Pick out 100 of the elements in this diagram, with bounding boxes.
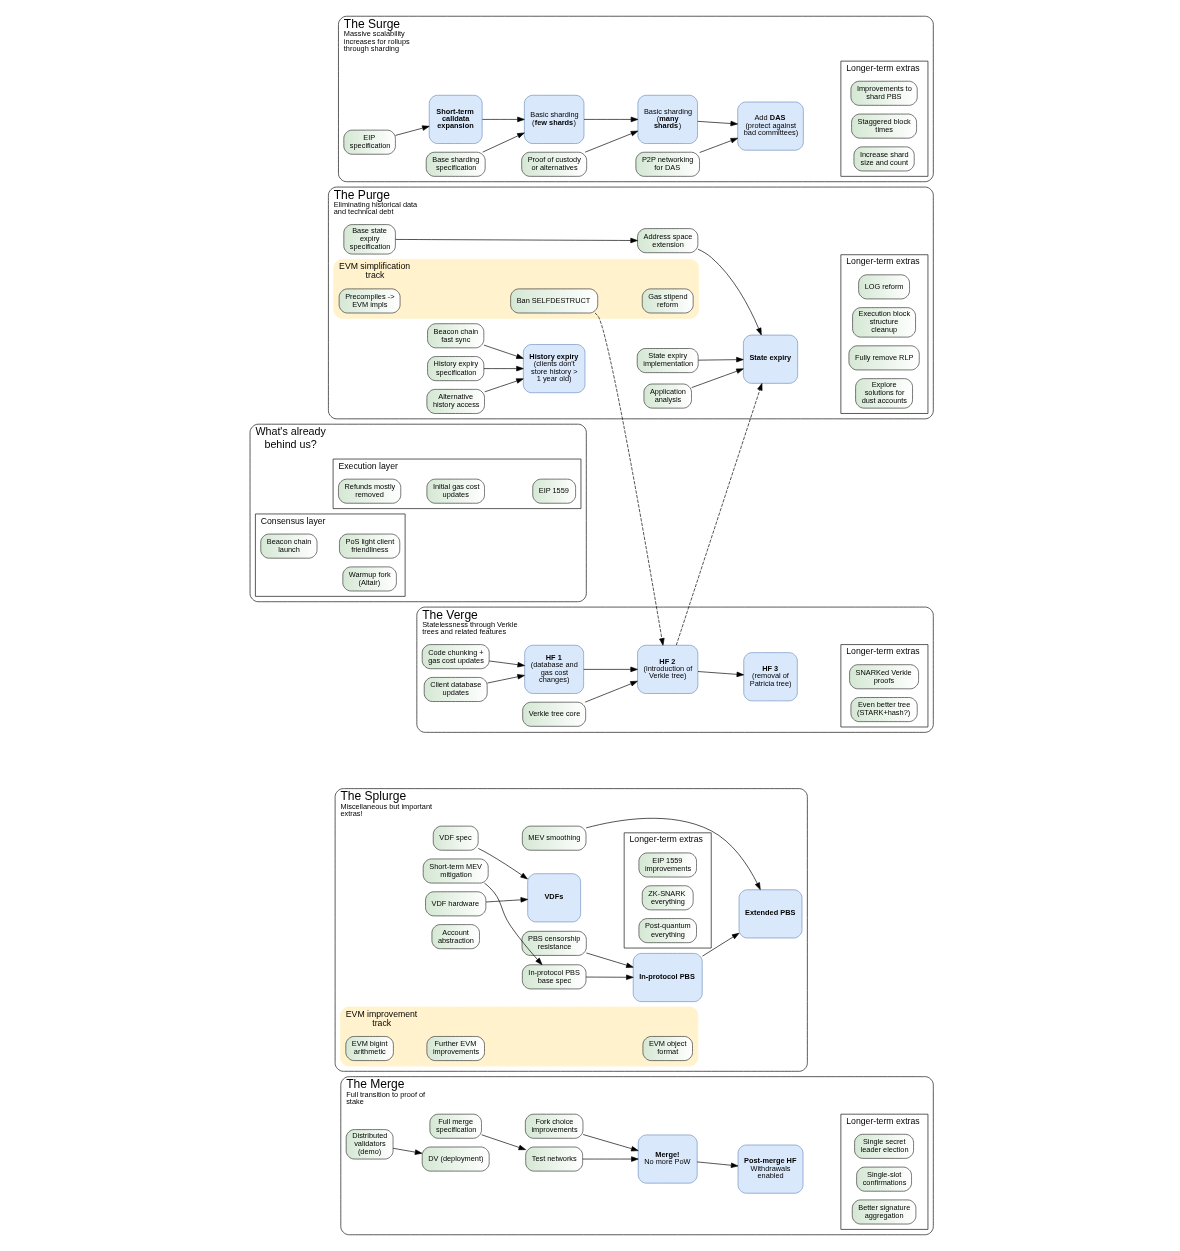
node-box: Base state expiry specification bbox=[343, 224, 396, 255]
arrow bbox=[585, 974, 634, 980]
arrow bbox=[697, 120, 738, 127]
node-box: Test networks bbox=[525, 1146, 583, 1172]
node-box: LOG reform bbox=[858, 274, 910, 300]
node-box: Beacon chain fast sync bbox=[427, 323, 485, 349]
node-box: Address space extension bbox=[637, 228, 699, 254]
node-box: Better signature aggregation bbox=[851, 1199, 917, 1225]
node-box: HF 1 (database and gas cost changes) bbox=[524, 644, 584, 694]
node-box: Gas stipend reform bbox=[641, 288, 694, 314]
arrow bbox=[484, 882, 543, 965]
node-box: Execution block structure cleanup bbox=[852, 307, 916, 338]
arrow bbox=[487, 674, 525, 684]
arrow bbox=[586, 952, 634, 968]
node-box: Staggered block times bbox=[851, 113, 917, 139]
node-box: Refunds mostly removed bbox=[338, 478, 402, 504]
node-box: Basic sharding (many shards) bbox=[637, 94, 698, 144]
node-box: Warmup fork (Altair) bbox=[342, 566, 397, 592]
node-box: ZK-SNARK everything bbox=[641, 885, 694, 911]
node-box: Initial gas cost updates bbox=[426, 478, 485, 504]
node-box: Basic sharding (few shards) bbox=[524, 94, 585, 144]
arrow bbox=[481, 1134, 526, 1151]
node-box: Explore solutions for dust accounts bbox=[855, 378, 913, 409]
node-box: Proof of custody or alternatives bbox=[521, 151, 587, 177]
arrow bbox=[483, 365, 524, 372]
node-box: VDF spec bbox=[432, 825, 479, 851]
arrow bbox=[594, 312, 665, 646]
arrow bbox=[582, 1156, 639, 1162]
arrow bbox=[691, 368, 744, 388]
node-box: Account abstraction bbox=[431, 924, 480, 950]
node-box: Further EVM improvements bbox=[426, 1036, 485, 1061]
node-box: Post-quantum everything bbox=[638, 918, 697, 944]
node-box: Alternative history access bbox=[426, 389, 485, 414]
node-box: Increase shard size and count bbox=[853, 146, 915, 172]
node-box: Fork choice improvements bbox=[525, 1113, 584, 1139]
node-box: EVM object format bbox=[642, 1036, 693, 1061]
node-box: Beacon chain launch bbox=[260, 533, 318, 559]
arrow bbox=[697, 248, 762, 336]
node-box: HF 2 (introduction of Verkle tree) bbox=[637, 644, 699, 694]
node-box: VDFs bbox=[527, 873, 581, 923]
node-box: Extended PBS bbox=[738, 889, 803, 939]
node-box: Client database updates bbox=[423, 677, 488, 702]
node-box: DV (deployment) bbox=[421, 1146, 490, 1172]
node-box: Post-merge HF Withdrawals enabled bbox=[737, 1144, 804, 1194]
arrow bbox=[477, 848, 528, 880]
arrow bbox=[702, 932, 740, 957]
arrow bbox=[482, 116, 525, 123]
node-box: PoS light client friendliness bbox=[339, 533, 401, 559]
node-box: Fully remove RLP bbox=[848, 345, 920, 371]
node-box: Add DAS (protect against bad committees) bbox=[737, 101, 804, 151]
arrow bbox=[676, 383, 763, 646]
arrow bbox=[482, 132, 525, 153]
arrow bbox=[395, 125, 430, 136]
node-box: Code chunking + gas cost updates bbox=[421, 644, 490, 670]
node-box: State expiry implementation bbox=[636, 348, 699, 373]
node-box: Ban SELFDESTRUCT bbox=[510, 288, 599, 314]
node-box: History expiry specification bbox=[427, 356, 485, 381]
arrow bbox=[395, 237, 638, 244]
node-box: Single-slot confirmations bbox=[856, 1166, 912, 1192]
arrow bbox=[484, 378, 524, 393]
node-box: Full merge specification bbox=[429, 1113, 482, 1139]
node-box: EIP 1559 bbox=[532, 478, 576, 504]
node-box: State expiry bbox=[743, 334, 798, 384]
node-box: MEV smoothing bbox=[522, 825, 587, 851]
node-box: Merge! No more PoW bbox=[637, 1134, 698, 1184]
arrow bbox=[584, 680, 638, 703]
node-box: In-protocol PBS bbox=[632, 953, 703, 1002]
arrow bbox=[696, 1161, 739, 1168]
node-box: EIP specification bbox=[343, 129, 396, 155]
node-box: Application analysis bbox=[643, 383, 692, 409]
node-box: PBS censorship resistance bbox=[521, 930, 587, 956]
arrow bbox=[485, 897, 528, 903]
arrow bbox=[483, 344, 524, 359]
node-box: SNARKed Verkle proofs bbox=[849, 664, 919, 690]
arrow bbox=[697, 357, 744, 363]
node-box: HF 3 (removal of Patricia tree) bbox=[743, 652, 798, 702]
arrow bbox=[699, 137, 738, 153]
arrow bbox=[583, 116, 639, 123]
node-box: Base sharding specification bbox=[425, 151, 486, 177]
arrow bbox=[582, 1134, 639, 1152]
node-box: P2P networking for DAS bbox=[635, 151, 700, 177]
node-box: EIP 1559 improvements bbox=[638, 852, 697, 878]
arrow bbox=[488, 660, 525, 668]
node-box: Short-term MEV mitigation bbox=[422, 858, 489, 884]
node-box: EVM bigint arithmetic bbox=[345, 1036, 394, 1061]
node-box: Distributed validators (demo) bbox=[345, 1129, 394, 1160]
node-box: Short-term calldata expansion bbox=[428, 94, 483, 144]
node-box: Improvements to shard PBS bbox=[850, 80, 918, 106]
node-box: In-protocol PBS base spec bbox=[522, 964, 587, 990]
arrow bbox=[584, 130, 639, 153]
arrow bbox=[583, 666, 638, 673]
node-box: History expiry (clients don't store history > 1 year old) bbox=[523, 344, 586, 394]
node-box: Precompiles -> EVM impls bbox=[338, 288, 401, 314]
arrow bbox=[392, 1147, 423, 1155]
arrow bbox=[585, 818, 761, 890]
node-box: VDF hardware bbox=[425, 891, 487, 917]
arrow bbox=[697, 671, 744, 678]
node-box: Even better tree (STARK+hash?) bbox=[850, 697, 918, 722]
node-box: Verkle tree core bbox=[522, 701, 586, 727]
node-box: Single secret leader election bbox=[854, 1133, 914, 1159]
